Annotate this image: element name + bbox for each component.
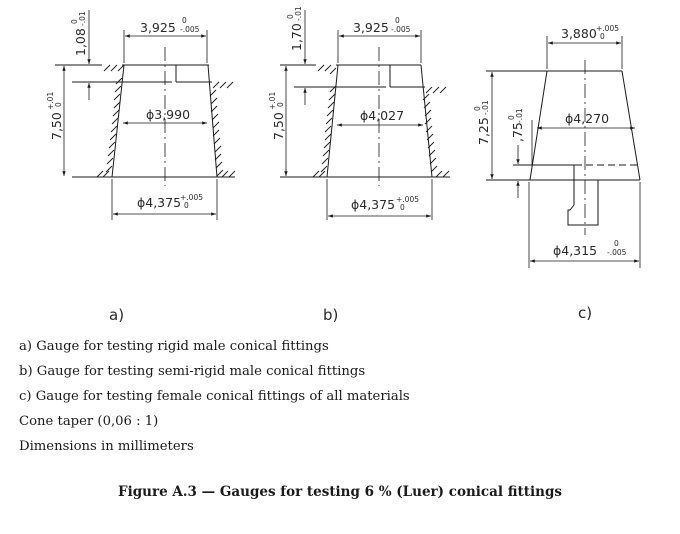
- gauge-c-right-side: [621, 70, 641, 181]
- subfigure-label-a: a): [109, 306, 124, 324]
- gauge-b-right-wall: [420, 64, 433, 178]
- gauge-a-step-depth-tol-upper: 0: [70, 19, 79, 24]
- gauge-c-mid-diameter: ϕ4,270: [565, 111, 609, 126]
- gauge-b-bottom-diameter-tol-lower: 0: [400, 203, 405, 212]
- gauge-a-height-value: 7,50: [49, 112, 64, 140]
- gauge-c-bottom-diameter-tol-upper: 0: [614, 239, 619, 248]
- gauge-a-height-tol-upper: +.01: [46, 92, 55, 110]
- gauge-a-bottom-diameter-tol-lower: 0: [184, 201, 189, 210]
- gauge-a-hatch-right: [209, 81, 236, 178]
- gauge-a-inner-diameter: ϕ3,990: [146, 107, 190, 122]
- gauge-a-top-width-tol-lower: -.005: [180, 25, 200, 34]
- gauge-b-left-wall: [326, 64, 339, 178]
- gauge-b-step-depth-tol-upper: 0: [286, 14, 295, 19]
- gauge-a-bottom-diameter-value: ϕ4,375: [137, 195, 181, 210]
- gauge-a-right-wall: [207, 64, 218, 178]
- gauge-a-step-depth-value: 1,08: [73, 28, 88, 56]
- gauge-a-top-width-value: 3,925: [140, 20, 176, 35]
- gauge-c-top-width-tol-upper: +.005: [596, 24, 619, 33]
- gauge-c-drawing: [486, 36, 641, 268]
- figure-caption: Figure A.3 — Gauges for testing 6 % (Lue…: [118, 484, 562, 500]
- gauge-c-left-side: [529, 70, 548, 181]
- gauge-a-drawing: [55, 10, 236, 220]
- gauge-c-step-depth-tol-lower: -.01: [515, 108, 524, 123]
- gauge-b-height-value: 7,50: [271, 112, 286, 140]
- gauge-c-step-depth-tol-upper: 0: [507, 115, 516, 120]
- gauge-b-top-width-tol-upper: 0: [395, 16, 400, 25]
- gauge-b-drawing: [280, 10, 450, 220]
- gauge-c-stem: [567, 180, 599, 226]
- gauge-b-hatch-right: [422, 86, 450, 178]
- gauge-c-step-depth-value: ,75: [510, 122, 525, 142]
- gauge-b-step-depth-tol-lower: -.01: [294, 6, 303, 21]
- gauge-a-bottom-diameter-tol-upper: +.005: [180, 193, 203, 202]
- legend-item-a: a) Gauge for testing rigid male conical …: [19, 339, 329, 354]
- figure-legend: a) Gauge for testing rigid male conical …: [19, 337, 410, 462]
- gauge-a-hatch-left: [96, 64, 125, 178]
- gauge-c-top-width-value: 3,880: [561, 26, 597, 41]
- subfigure-label-b: b): [323, 306, 338, 324]
- legend-item-b: b) Gauge for testing semi-rigid male con…: [19, 364, 366, 379]
- gauge-a-left-wall: [111, 64, 125, 178]
- gauge-b-height-tol-upper: +.01: [268, 92, 277, 110]
- gauge-c-bottom-diameter-tol-lower: -.005: [607, 248, 627, 257]
- gauge-c-bottom-diameter-value: ϕ4,315: [553, 243, 597, 258]
- gauge-a-height-tol-lower: 0: [54, 102, 63, 107]
- gauge-b-inner-diameter: ϕ4,027: [360, 108, 404, 123]
- gauge-b-step-depth-value: 1,70: [289, 23, 304, 51]
- gauge-c-height-tol-upper: 0: [473, 106, 482, 111]
- legend-units: Dimensions in millimeters: [19, 439, 194, 454]
- legend-item-c: c) Gauge for testing female conical fitt…: [19, 389, 410, 404]
- subfigure-label-c: c): [578, 304, 592, 322]
- gauge-b-top-width-tol-lower: -.005: [391, 25, 411, 34]
- gauge-c-height-tol-lower: -.01: [481, 100, 490, 115]
- gauge-b-hatch-left: [312, 64, 337, 178]
- gauge-c-height-value: 7,25: [476, 117, 491, 145]
- gauge-c-top-width-tol-lower: 0: [600, 32, 605, 41]
- gauge-a-top-width-tol-upper: 0: [182, 16, 187, 25]
- gauge-b-bottom-diameter-value: ϕ4,375: [351, 197, 395, 212]
- legend-cone-taper: Cone taper (0,06 : 1): [19, 414, 159, 429]
- gauge-b-top-width-value: 3,925: [353, 20, 389, 35]
- gauge-a-step-depth-tol-lower: -.01: [78, 11, 87, 26]
- gauge-b-height-tol-lower: 0: [276, 102, 285, 107]
- gauge-b-bottom-diameter-tol-upper: +.005: [396, 195, 419, 204]
